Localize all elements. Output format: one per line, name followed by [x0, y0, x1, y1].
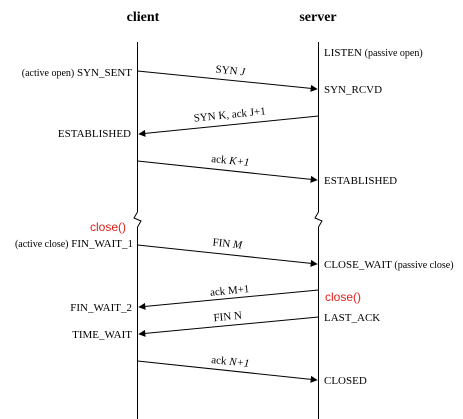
server-lifeline [314, 42, 323, 419]
ack-k-arrow [137, 160, 318, 183]
client-fin-wait-2-state: FIN_WAIT_2 [70, 302, 132, 314]
server-close-wait-state: CLOSE_WAIT (passive close) [324, 259, 454, 271]
syn-j-arrow [137, 70, 318, 92]
client-lifeline [133, 42, 142, 419]
server-close-call: close() [325, 290, 361, 304]
syn-k-ack-arrow [138, 115, 319, 137]
client-fin-wait-1-state: (active close) FIN_WAIT_1 [15, 238, 133, 250]
client-header: client [127, 10, 160, 25]
fin-m-arrow [137, 244, 318, 267]
fin-m-label: FIN M [212, 236, 244, 251]
ack-n-arrow [137, 360, 318, 383]
client-established-state: ESTABLISHED [58, 128, 131, 140]
server-header: server [299, 10, 336, 25]
server-closed-state: CLOSED [324, 375, 367, 387]
syn-k-ack-label: SYN K, ack J+1 [193, 105, 266, 124]
ack-m-arrow [138, 289, 319, 310]
fin-n-arrow [138, 316, 319, 337]
client-syn-sent-state: (active open) SYN_SENT [22, 67, 133, 79]
server-last-ack-state: LAST_ACK [324, 312, 380, 324]
server-established-state: ESTABLISHED [324, 175, 397, 187]
client-close-call: close() [90, 220, 126, 234]
fin-n-label: FIN N [213, 310, 242, 325]
ack-m-label: ack M+1 [209, 283, 249, 299]
ack-k-label: ack K+1 [211, 153, 250, 169]
server-listen-state: LISTEN (passive open) [324, 47, 423, 59]
ack-n-label: ack N+1 [211, 354, 250, 370]
syn-j-label: SYN J [215, 64, 247, 79]
client-time-wait-state: TIME_WAIT [72, 329, 132, 341]
server-syn-rcvd-state: SYN_RCVD [324, 84, 382, 96]
